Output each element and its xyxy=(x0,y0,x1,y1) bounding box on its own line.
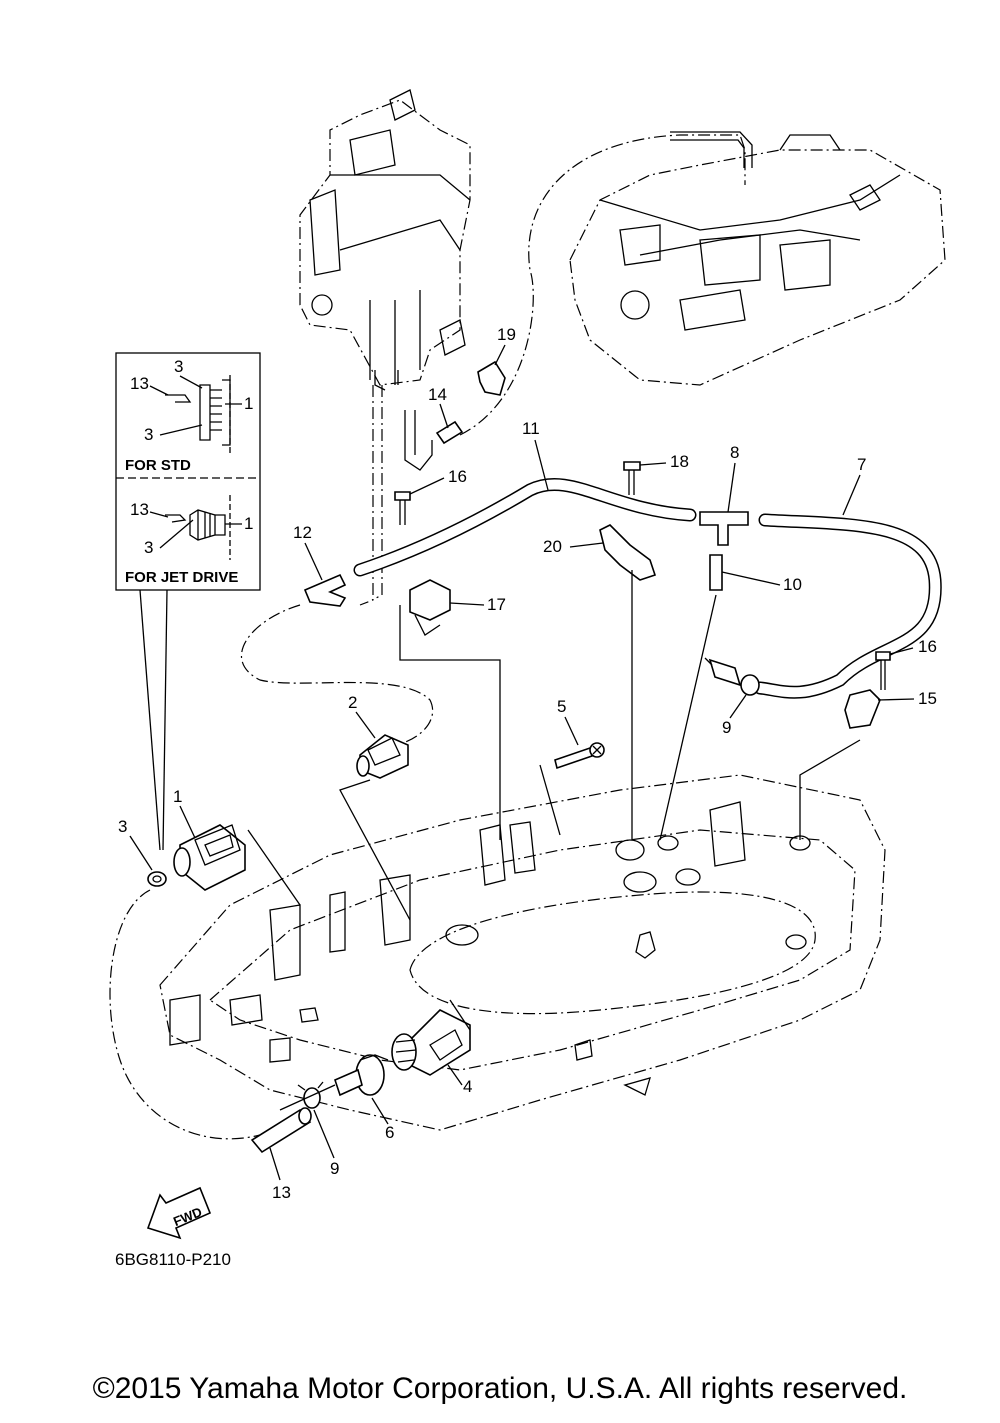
callout-7: 7 xyxy=(857,455,866,474)
callout-6: 6 xyxy=(385,1123,394,1142)
part-1-grommet xyxy=(173,824,246,891)
diagram-code: 6BG8110-P210 xyxy=(115,1250,231,1269)
hose-end-upper xyxy=(670,131,753,168)
callout-15: 15 xyxy=(918,689,937,708)
callout-8: 8 xyxy=(730,443,739,462)
hose-routing-left xyxy=(240,604,434,746)
part-9-clip-upper xyxy=(704,657,760,696)
callout-3: 3 xyxy=(118,817,127,836)
callout-13: 13 xyxy=(272,1183,291,1202)
callout-5: 5 xyxy=(557,697,566,716)
callout-16a: 16 xyxy=(448,467,467,486)
inset-jet-callout-3: 3 xyxy=(144,538,153,557)
part-5-screw xyxy=(554,742,605,770)
inset-std-callout-3-bottom: 3 xyxy=(144,425,153,444)
part-20-bracket xyxy=(599,524,657,581)
callout-18: 18 xyxy=(670,452,689,471)
callout-2: 2 xyxy=(348,693,357,712)
copyright-notice: ©2015 Yamaha Motor Corporation, U.S.A. A… xyxy=(92,1372,908,1405)
inset-leader-left xyxy=(139,589,161,851)
part-3-clip xyxy=(147,871,167,887)
part-4-plug xyxy=(391,1009,471,1076)
callout-1: 1 xyxy=(173,787,182,806)
part-12-joint xyxy=(303,573,347,607)
callout-11: 11 xyxy=(522,419,540,438)
leader-lines xyxy=(247,570,861,1111)
inset-jet-callout-1: 1 xyxy=(244,514,253,533)
part-16-bolt-left xyxy=(394,491,411,525)
inset-labels: 13 3 1 3 FOR STD 13 1 3 FOR JET DRIVE xyxy=(125,357,253,586)
callout-12: 12 xyxy=(293,523,312,542)
inset-std-callout-1: 1 xyxy=(244,394,253,413)
bottom-cowling xyxy=(159,774,886,1131)
inset-leader-right xyxy=(162,589,168,851)
hose-14 xyxy=(435,420,464,445)
part-15-clamp xyxy=(844,689,881,729)
inset-jet-callout-13: 13 xyxy=(130,500,149,519)
part-17-clamp xyxy=(409,579,451,621)
powerhead-assembly xyxy=(299,89,471,606)
upper-engine-plate xyxy=(569,134,946,386)
callout-14: 14 xyxy=(428,385,447,404)
inset-std-callout-3-top: 3 xyxy=(174,357,183,376)
part-9-clip-lower xyxy=(297,1081,324,1109)
part-6-nipple xyxy=(334,1054,389,1097)
hose-13 xyxy=(250,1108,312,1154)
callout-19: 19 xyxy=(497,325,516,344)
inset-std-callout-13: 13 xyxy=(130,374,149,393)
fwd-arrow: FWD xyxy=(146,1186,212,1240)
callout-4: 4 xyxy=(463,1077,472,1096)
callout-9b: 9 xyxy=(330,1159,339,1178)
inset-box xyxy=(115,352,261,591)
part-8-joint xyxy=(699,511,749,546)
callout-10: 10 xyxy=(783,575,802,594)
part-16-bolt-right xyxy=(875,651,891,690)
callout-9a: 9 xyxy=(722,718,731,737)
part-2-grommet xyxy=(356,734,409,779)
callout-17: 17 xyxy=(487,595,506,614)
inset-std-label: FOR STD xyxy=(125,457,191,474)
callout-20: 20 xyxy=(543,537,562,556)
inset-jet-label: FOR JET DRIVE xyxy=(125,569,238,586)
part-19-clamp xyxy=(477,360,506,396)
hose-7 xyxy=(753,513,942,699)
callout-16b: 16 xyxy=(918,637,937,656)
part-10-hose xyxy=(709,554,723,591)
hose-routing-upper xyxy=(459,134,746,436)
hose-routing-lower xyxy=(109,889,261,1140)
callout-labels: 1 2 3 4 5 6 7 8 9 9 10 11 12 13 14 15 16… xyxy=(118,325,937,1202)
part-18-bolt xyxy=(623,461,641,495)
